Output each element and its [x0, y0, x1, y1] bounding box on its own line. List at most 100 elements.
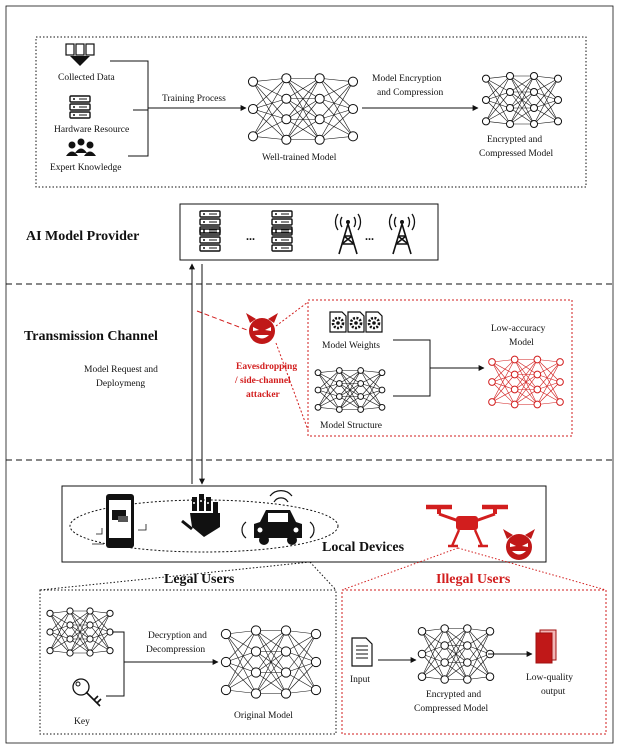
network-edge — [252, 81, 287, 100]
network-edge — [533, 107, 559, 122]
network-edge — [491, 381, 515, 405]
network-edge — [360, 370, 383, 391]
network-edge — [421, 631, 445, 663]
network-node — [310, 684, 322, 696]
network-node — [314, 134, 325, 145]
network-node — [314, 386, 322, 394]
label-output-2: output — [541, 687, 566, 697]
network-node — [66, 607, 74, 615]
network-edge — [537, 361, 561, 405]
network-node — [86, 635, 94, 643]
original-network-icon — [220, 625, 322, 699]
network-edge — [444, 628, 468, 646]
network-edge — [255, 630, 287, 652]
network-edge — [286, 118, 320, 141]
network-edge — [317, 370, 340, 391]
network-edge — [509, 75, 535, 125]
network-node — [463, 641, 472, 650]
expert-group-icon — [66, 138, 96, 156]
devil-icon — [503, 529, 535, 560]
encrypted-network-icon — [481, 71, 563, 129]
label-low-accuracy-1: Low-accuracy — [491, 324, 546, 334]
network-edge — [339, 370, 361, 410]
network-edge — [225, 630, 257, 691]
network-edge — [285, 672, 317, 691]
network-edge — [89, 624, 111, 651]
network-edge — [285, 633, 317, 652]
network-node — [463, 624, 472, 633]
network-edge — [360, 372, 383, 397]
network-edge — [319, 98, 354, 110]
network-node — [66, 635, 74, 643]
network-node — [314, 73, 325, 84]
network-node — [556, 398, 564, 406]
network-node — [86, 607, 94, 615]
network-node — [250, 667, 262, 678]
network-edge — [319, 136, 354, 141]
network-edge — [69, 610, 91, 654]
network-edge — [509, 107, 535, 125]
input-document-icon — [351, 637, 373, 667]
network-edge — [360, 370, 383, 373]
network-edge — [252, 136, 287, 141]
network-edge — [225, 633, 257, 673]
network-node — [488, 378, 496, 386]
label-well-trained-model: Well-trained Model — [262, 153, 337, 163]
network-edge — [225, 630, 257, 663]
network-edge — [317, 407, 340, 410]
label-request-1: Model Request and — [84, 365, 158, 375]
network-node — [335, 367, 343, 374]
network-edge — [509, 91, 535, 125]
network-edge — [286, 78, 320, 120]
network-node — [46, 647, 54, 655]
network-node — [357, 380, 365, 387]
label-request-2: Deploymeng — [96, 379, 145, 389]
network-edge — [537, 381, 561, 405]
network-node — [280, 688, 292, 699]
network-edge — [467, 653, 491, 680]
network-edge — [491, 361, 515, 390]
network-node — [505, 119, 515, 129]
network-edge — [49, 613, 71, 654]
network-node — [533, 370, 542, 379]
legal-users-title: Legal Users — [164, 572, 235, 587]
network-node — [529, 87, 539, 97]
network-node — [106, 647, 114, 655]
illegal-encrypted-network-icon — [417, 624, 495, 684]
network-edge — [225, 672, 257, 691]
section-title-channel: Transmission Channel — [24, 329, 158, 344]
network-edge — [286, 77, 320, 100]
network-edge — [252, 77, 287, 82]
network-edge — [533, 91, 559, 122]
network-edge — [533, 78, 559, 93]
network-edge — [49, 624, 71, 651]
network-edge — [89, 613, 111, 626]
legal-fan-right — [309, 561, 337, 591]
network-edge — [485, 99, 511, 109]
network-edge — [49, 610, 71, 651]
network-edge — [485, 91, 511, 122]
network-edge — [491, 374, 515, 403]
network-node — [510, 400, 519, 409]
network-edge — [317, 383, 340, 408]
network-edge — [339, 396, 361, 410]
label-output-1: Low-quality — [526, 673, 573, 683]
network-node — [463, 658, 472, 667]
network-node — [86, 621, 94, 629]
network-edge — [225, 661, 257, 694]
network-edge — [317, 372, 340, 384]
network-edge — [285, 661, 317, 673]
network-node — [46, 628, 54, 636]
network-edge — [421, 628, 445, 655]
network-node — [357, 367, 365, 374]
illegal-fan-left — [341, 547, 459, 591]
network-edge — [514, 359, 538, 375]
network-edge — [485, 75, 511, 101]
network-edge — [491, 359, 515, 383]
network-node — [440, 675, 449, 684]
network-edge — [255, 630, 287, 673]
network-edge — [533, 75, 559, 101]
network-edge — [360, 372, 383, 410]
network-edge — [69, 610, 91, 640]
